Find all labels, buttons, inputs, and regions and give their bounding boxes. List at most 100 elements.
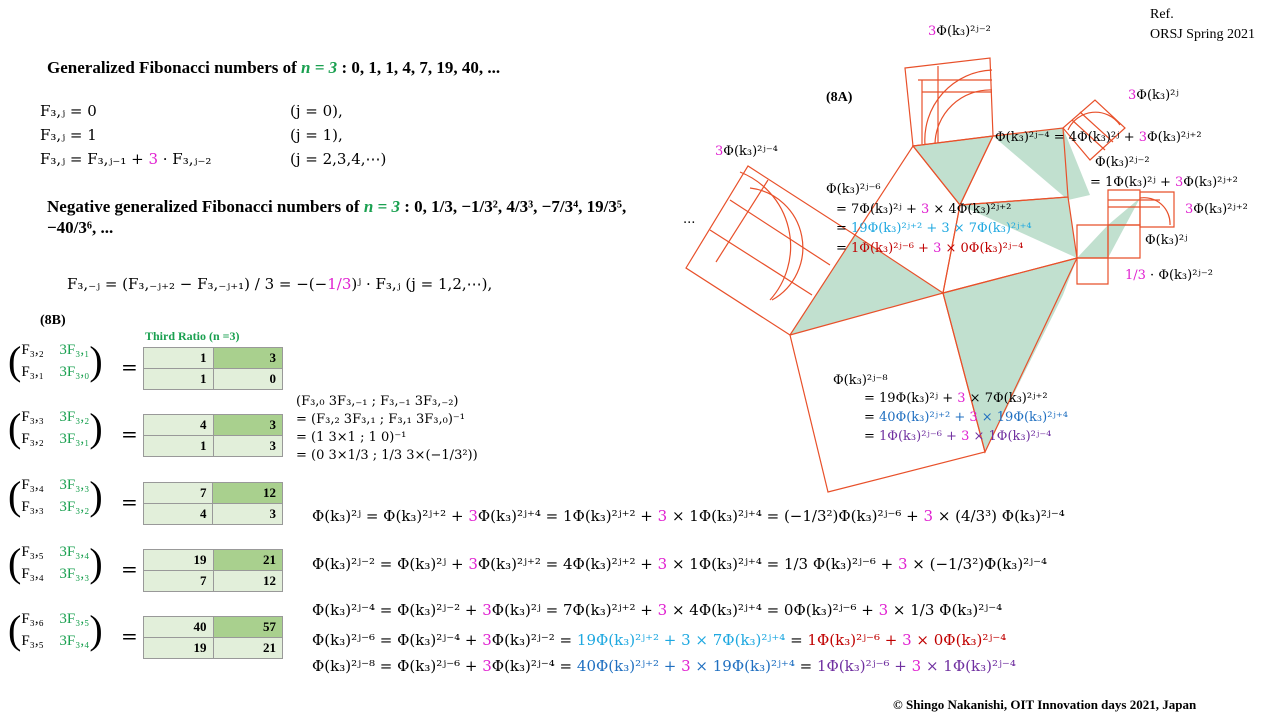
math-segment: × (4/3³) Φ(k₃)²ʲ⁻⁴ [933,507,1065,525]
def-line-0: F₃,ⱼ = 0 [40,102,97,120]
diagram-label-left: 3Φ(k₃)²ʲ⁻⁴ [715,144,778,159]
table-cell: 40 [143,616,214,638]
math-segment: 3 [482,601,492,619]
math-segment: 3 [468,555,478,573]
inverse-rhs-3: = (0 3×1/3 ; 1/3 3×(−1/3²)) [296,448,478,463]
matrix-cell: 3F₃,₄ [59,544,90,560]
math-segment: F₃,ⱼ = F₃,ⱼ₋₁ + [40,150,149,168]
table-cell: 1 [143,368,214,390]
inverse-rhs-1: = (F₃,₂ 3F₃,₁ ; F₃,₁ 3F₃,₀)⁻¹ [296,412,465,427]
matrix-cell: 3F₃,₅ [59,611,90,627]
equals-sign: = [121,490,138,514]
math-segment: = [864,429,880,444]
math-segment: 19Φ(k₃)²ʲ⁺² + 3 × 7Φ(k₃)²ʲ⁺⁴ [851,221,1032,236]
def-cond-2: (j = 2,3,4,⋯) [290,150,387,168]
left-paren: ( [8,338,22,383]
math-segment: × 4Φ(k₃)²ʲ⁺² [929,202,1012,217]
reference-source: ORSJ Spring 2021 [1150,27,1256,42]
math-segment: × (−1/3²)Φ(k₃)²ʲ⁻⁴ [907,555,1048,573]
math-segment: = 19Φ(k₃)²ʲ + [864,391,958,406]
math-segment: F₃,₋ⱼ = (F₃,₋ⱼ₊₂ − F₃,₋ⱼ₊₁) / 3 = −(− [67,275,328,293]
math-segment: 1Φ(k₃)²ʲ⁻⁶ + [807,631,903,649]
green-triangle [913,136,993,205]
math-segment: = [785,631,808,649]
math-segment: = 7Φ(k₃)²ʲ + [836,202,921,217]
math-segment: = [794,657,817,675]
matrix-cell: 3F₃,₄ [59,633,90,649]
math-segment: 3 [1185,202,1194,217]
right-paren: ) [89,540,103,585]
diagram-center-1: Φ(k₃)²ʲ⁻⁶ [826,182,881,197]
negative-text: Negative generalized Fibonacci numbers o… [47,197,364,216]
math-segment: × 1Φ(k₃)²ʲ⁻⁴ [969,429,1052,444]
math-segment: Φ(k₃)²ʲ = Φ(k₃)²ʲ⁺² + [312,507,469,525]
equals-sign: = [121,422,138,446]
math-segment: 3 [681,657,691,675]
table-cell: 7 [143,570,214,592]
table-cell: 1 [143,435,214,457]
negative-n: n = 3 [363,197,400,216]
table-cell: 21 [212,637,283,659]
right-paren: ) [89,338,103,383]
negative-heading: Negative generalized Fibonacci numbers o… [47,196,667,238]
math-segment: 3 [468,507,478,525]
math-segment: 3 [921,202,930,217]
math-segment: 40Φ(k₃)²ʲ⁺² + [576,657,682,675]
diagram-label-right-top: 3Φ(k₃)²ʲ [1128,88,1179,103]
math-segment: 1Φ(k₃)²ʲ⁻⁶ + [851,241,934,256]
equation-4: Φ(k₃)²ʲ⁻⁸ = Φ(k₃)²ʲ⁻⁶ + 3Φ(k₃)²ʲ⁻⁴ = 40Φ… [312,657,1016,675]
math-segment: 3 [657,555,668,573]
matrix-cell: 3F₃,₁ [59,431,90,447]
math-segment: 3 [148,150,158,168]
equals-sign: = [121,557,138,581]
math-segment: = [836,221,852,236]
diagram-label-right-frac: 1/3 · Φ(k₃)²ʲ⁻² [1125,268,1213,283]
table-cell: 57 [212,616,283,638]
math-segment: Φ(k₃)²ʲ⁻⁶ = Φ(k₃)²ʲ⁻⁴ + [312,631,483,649]
table-cell: 4 [143,414,214,436]
math-segment: Φ(k₃)²ʲ⁻² [936,24,991,39]
math-segment: 3 [482,631,492,649]
diagram-eq-b2: = 1Φ(k₃)²ʲ + 3Φ(k₃)²ʲ⁺² [1090,175,1238,190]
table-cell: 3 [212,414,283,436]
equation-3: Φ(k₃)²ʲ⁻⁶ = Φ(k₃)²ʲ⁻⁴ + 3Φ(k₃)²ʲ⁻² = 19Φ… [312,631,1006,649]
math-segment: 3 [897,555,908,573]
title-text: Generalized Fibonacci numbers of [47,58,302,77]
equals-sign: = [121,624,138,648]
matrix-cell: 3F₃,₂ [59,409,90,425]
equation-2: Φ(k₃)²ʲ⁻⁴ = Φ(k₃)²ʲ⁻² + 3Φ(k₃)²ʲ = 7Φ(k₃… [312,601,1002,619]
math-segment: Φ(k₃)²ʲ⁺² [1147,130,1202,145]
math-segment: 3 [482,657,492,675]
title-n: n = 3 [301,58,338,77]
table-cell: 4 [142,503,214,525]
title-sequence: : 0, 1, 1, 4, 7, 19, 40, ... [337,58,501,77]
math-segment: 3 [902,631,912,649]
table-cell: 0 [212,368,283,390]
math-segment: 3 [957,391,966,406]
math-segment: Φ(k₃)²ʲ⁻² = Φ(k₃)²ʲ + [312,555,469,573]
ratio-title: Third Ratio (n =3) [145,329,240,343]
math-segment: 3 [1138,130,1148,145]
math-segment: × 1Φ(k₃)²ʲ⁺⁴ = (−1/3²)Φ(k₃)²ʲ⁻⁶ + [667,507,924,525]
matrix-cell: F₃,₄ [21,477,44,493]
negative-formula: F₃,₋ⱼ = (F₃,₋ⱼ₊₂ − F₃,₋ⱼ₊₁) / 3 = −(−1/3… [67,275,492,293]
diagram-bottom-2: = 19Φ(k₃)²ʲ + 3 × 7Φ(k₃)²ʲ⁺² [864,391,1048,406]
table-cell: 21 [212,549,283,571]
matrix-cell: F₃,₄ [21,566,44,582]
inverse-rhs-2: = (1 3×1 ; 1 0)⁻¹ [296,430,407,445]
math-segment: 3 [657,601,668,619]
math-segment: = [864,410,880,425]
